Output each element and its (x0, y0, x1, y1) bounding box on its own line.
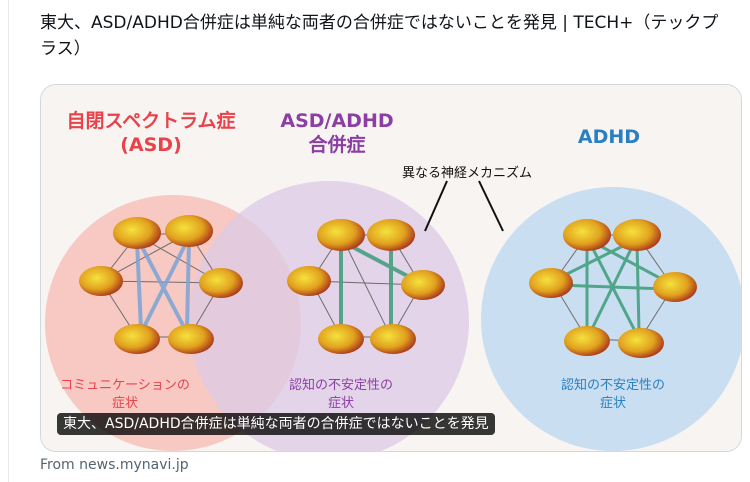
adhd-network-arrows (556, 239, 670, 332)
timeline-divider (8, 0, 9, 482)
adhd-brains (529, 219, 697, 358)
asd-symptom-line2: 症状 (112, 396, 138, 411)
adhd-symptom-line1: 認知の不安定性の (561, 377, 665, 393)
asd-title-line2: (ASD) (120, 134, 182, 156)
adhd-symptom-line2: 症状 (600, 396, 626, 411)
post-headline[interactable]: 東大、ASD/ADHD合併症は単純な両者の合併症ではないことを発見 | TECH… (40, 13, 719, 59)
asd-network-arrows (135, 240, 191, 330)
asd-symptom-line1: コミュニケーションの (60, 378, 190, 393)
combo-symptom-line1: 認知の不安定性の (289, 377, 393, 393)
link-source[interactable]: From news.mynavi.jp (40, 457, 189, 473)
mechanism-pointers (424, 180, 504, 232)
adhd-circle (481, 187, 741, 451)
brain-network-figure: 自閉スペクトラム症 (ASD) ASD/ADHD 合併症 ADHD 異なる神経メ… (41, 85, 741, 451)
mechanism-label: 異なる神経メカニズム (402, 165, 532, 181)
combo-network-arrows (339, 241, 418, 329)
link-card[interactable]: 自閉スペクトラム症 (ASD) ASD/ADHD 合併症 ADHD 異なる神経メ… (40, 84, 742, 452)
adhd-title: ADHD (578, 126, 640, 148)
combo-brains (287, 219, 445, 354)
combo-title-line2: 合併症 (308, 133, 365, 156)
image-caption: 東大、ASD/ADHD合併症は単純な両者の合併症ではないことを発見 (57, 413, 495, 435)
asd-brains (79, 215, 243, 354)
combo-symptom-line2: 症状 (328, 396, 354, 411)
combo-title-line1: ASD/ADHD (280, 110, 393, 132)
asd-title-line1: 自閉スペクトラム症 (66, 109, 235, 132)
